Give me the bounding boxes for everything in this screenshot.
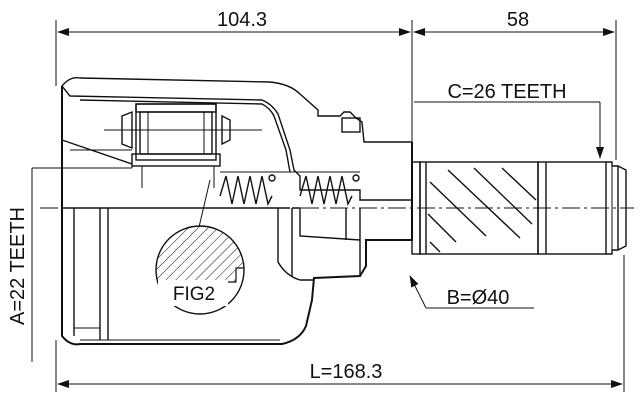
dimension-total-length: L=168.3 (55, 255, 625, 392)
fig2-detail: FIG2 (155, 179, 245, 315)
shaft-length-label: 58 (507, 9, 529, 31)
outer-teeth-callout: C=26 TEETH (414, 81, 604, 159)
diameter-label: B=Ø40 (447, 287, 510, 309)
stub-shaft (411, 161, 627, 255)
dimension-shaft-length: 58 (413, 9, 617, 160)
boot-clamp (341, 117, 361, 133)
inner-teeth-label: A=22 TEETH (7, 207, 29, 325)
joint-housing (61, 76, 413, 346)
outer-teeth-label: C=26 TEETH (447, 81, 566, 103)
spring-bore (219, 171, 360, 207)
total-length-label: L=168.3 (310, 361, 383, 383)
diameter-callout: B=Ø40 (409, 275, 534, 309)
dimension-housing-length: 104.3 (55, 9, 413, 142)
housing-length-label: 104.3 (217, 9, 267, 31)
tripod-roller (104, 103, 262, 188)
fig2-label: FIG2 (173, 284, 215, 305)
